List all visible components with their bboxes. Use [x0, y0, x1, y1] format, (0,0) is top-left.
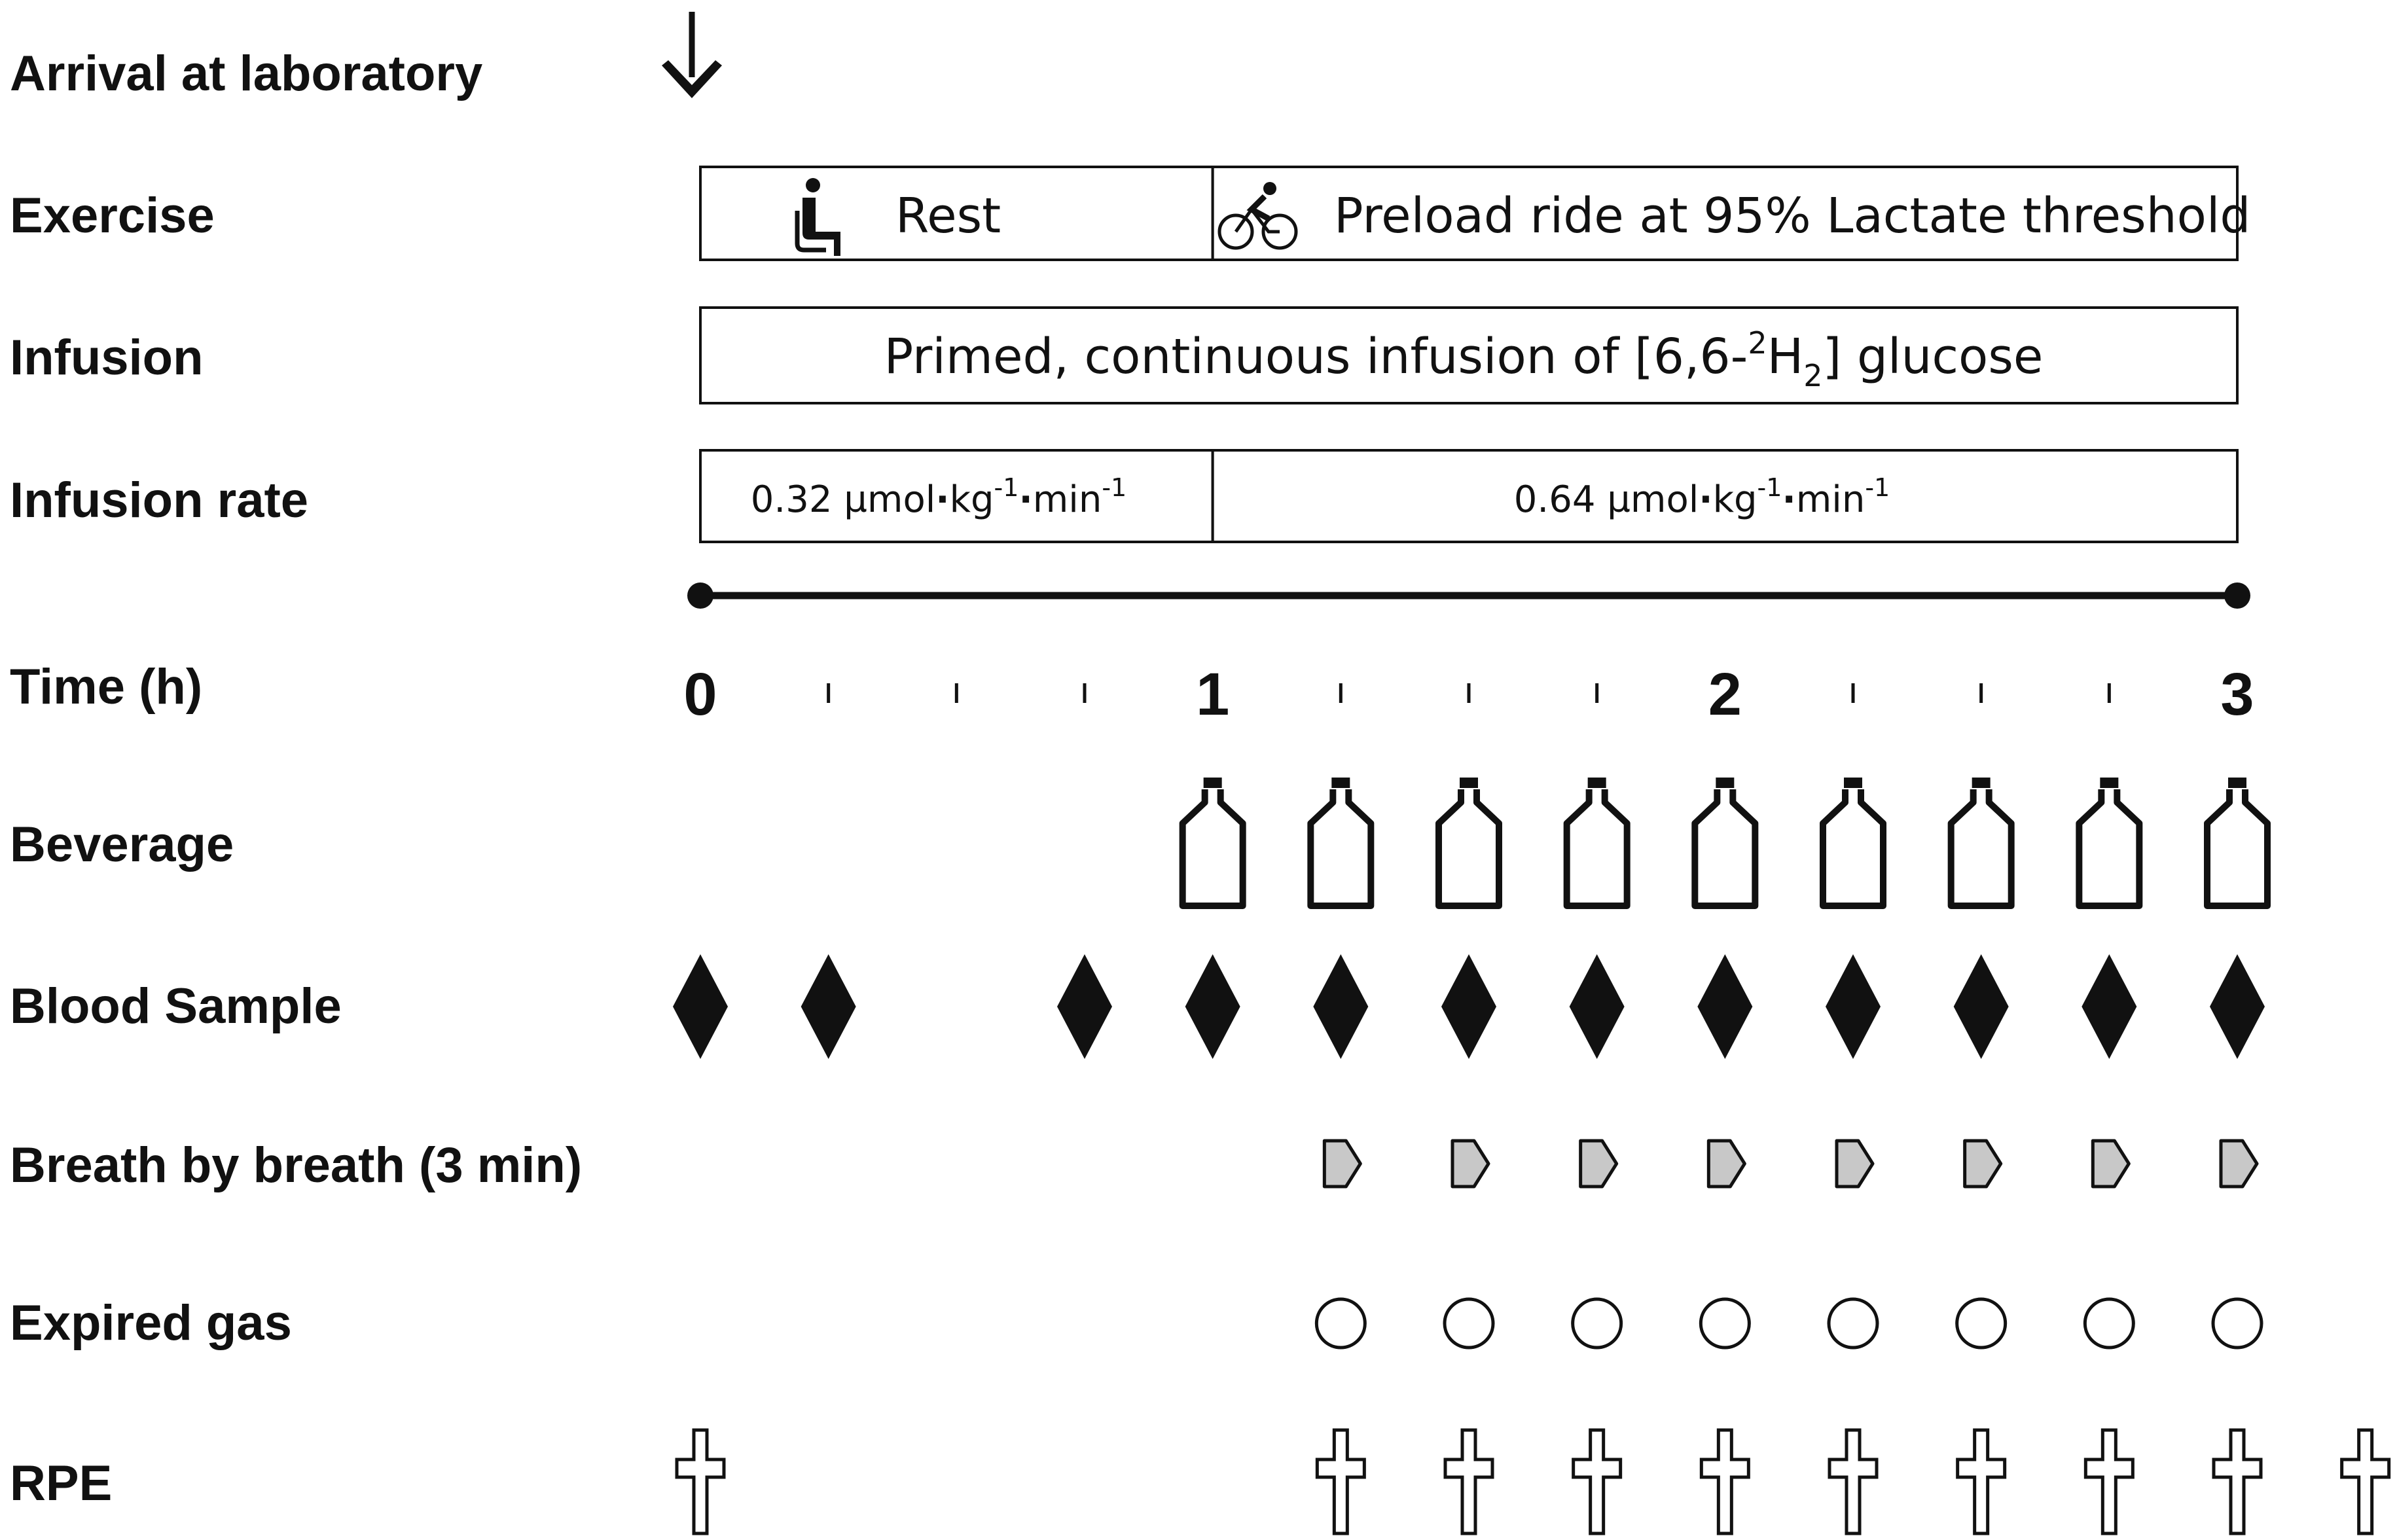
row-label-rpe: RPE [10, 1456, 112, 1511]
infusion-text-after: ] glucose [1823, 329, 2044, 385]
row-label-infusion: Infusion [10, 330, 204, 385]
breath-sample-marker-icon [2219, 1139, 2259, 1189]
expired-gas-circle-icon [2211, 1297, 2263, 1350]
rpe-cross-icon [675, 1428, 726, 1535]
preload-ride-phase-box [1211, 166, 2239, 261]
seated-person-icon [795, 178, 840, 256]
time-axis: 0 1 2 3 [683, 661, 2254, 728]
expired-gas-circle-icon [2083, 1297, 2135, 1350]
expired-gas-circle-icon [1571, 1297, 1623, 1350]
rate-2-min-exponent: -1 [1865, 473, 1890, 502]
blood-sample-diamond-icon [1569, 954, 1625, 1059]
infusion-rate-1-label: 0.32 µmol·kg-1·min-1 [751, 473, 1126, 521]
row-label-infusion-rate: Infusion rate [10, 473, 308, 528]
expired-gas-row [1314, 1297, 2263, 1350]
beverage-bottle-icon [1563, 778, 1631, 909]
row-label-beverage: Beverage [10, 817, 234, 872]
blood-sample-diamond-icon [2082, 954, 2137, 1059]
breath-sample-marker-icon [1963, 1139, 2003, 1189]
rpe-cross-icon [1443, 1428, 1494, 1535]
time-tick-label: 0 [683, 661, 717, 728]
blood-sample-diamond-icon [1185, 954, 1240, 1059]
blood-sample-diamond-icon [1313, 954, 1369, 1059]
expired-gas-circle-icon [1314, 1297, 1367, 1350]
beverage-bottle-icon [1691, 778, 1759, 909]
breath-sample-marker-icon [1322, 1139, 1362, 1189]
infusion-rate-1-box [699, 449, 1214, 543]
breath-sample-marker-icon [1579, 1139, 1619, 1189]
preload-ride-label: Preload ride at 95% Lactate threshold [1334, 188, 2250, 244]
infusion-subscript: 2 [1803, 358, 1822, 393]
blood-sample-diamond-icon [1057, 954, 1112, 1059]
beverage-bottle-icon [1307, 778, 1375, 909]
breath-sample-marker-icon [1451, 1139, 1490, 1189]
blood-sample-diamond-icon [673, 954, 728, 1059]
blood-sample-diamond-icon [1441, 954, 1496, 1059]
rpe-row [675, 1428, 2391, 1535]
blood-sample-diamond-icon [801, 954, 856, 1059]
rate-1-kg: kg [950, 478, 994, 521]
rpe-cross-icon [1956, 1428, 2007, 1535]
rpe-cross-icon [1572, 1428, 1623, 1535]
blood-sample-diamond-icon [1953, 954, 2009, 1059]
time-tick-label: 2 [1708, 661, 1742, 728]
rate-2-min: min [1796, 478, 1865, 521]
expired-gas-circle-icon [1699, 1297, 1751, 1350]
row-label-time: Time (h) [10, 659, 202, 715]
breath-sample-marker-icon [2091, 1139, 2131, 1189]
rate-1-min: min [1033, 478, 1102, 521]
rate-1-kg-exponent: -1 [994, 473, 1019, 502]
row-label-expired-gas: Expired gas [10, 1295, 292, 1351]
breath-sample-marker-icon [1706, 1139, 1746, 1189]
row-label-breath: Breath by breath (3 min) [10, 1137, 582, 1193]
rpe-cross-icon [1699, 1428, 1750, 1535]
blood-sample-diamond-icon [1826, 954, 1881, 1059]
cyclist-icon [1217, 182, 1298, 250]
infusion-isotope-superscript: 2 [1748, 325, 1767, 361]
rpe-cross-icon [2340, 1428, 2391, 1535]
infusion-hydrogen: H [1767, 329, 1804, 385]
time-tick-label: 3 [2220, 661, 2254, 728]
rpe-cross-icon [2083, 1428, 2135, 1535]
rpe-cross-icon [1315, 1428, 1366, 1535]
rate-1-min-exponent: -1 [1102, 473, 1126, 502]
expired-gas-circle-icon [1827, 1297, 1879, 1350]
rest-label: Rest [895, 188, 1001, 244]
infusion-text-before: Primed, continuous infusion of [6,6- [884, 329, 1748, 385]
breath-by-breath-row [1322, 1139, 2259, 1189]
beverage-bottle-icon [2204, 778, 2271, 909]
beverage-bottle-icon [1820, 778, 1886, 909]
blood-sample-row [673, 954, 2265, 1059]
rate-2-value: 0.64 µmol [1514, 478, 1699, 521]
time-tick-label: 1 [1196, 661, 1229, 728]
rate-2-kg-exponent: -1 [1757, 473, 1782, 502]
blood-sample-diamond-icon [1697, 954, 1753, 1059]
infusion-rate-2-box [1211, 449, 2239, 543]
timeline-bar [687, 582, 2250, 609]
rate-2-kg: kg [1713, 478, 1757, 521]
beverage-bottle-icon [2076, 778, 2143, 909]
beverage-bottle-icon [1947, 778, 2015, 909]
rate-1-value: 0.32 µmol [751, 478, 936, 521]
rpe-cross-icon [1828, 1428, 1879, 1535]
beverage-bottle-icon [1435, 778, 1502, 909]
row-label-arrival: Arrival at laboratory [10, 46, 482, 101]
infusion-box [699, 306, 2239, 404]
breath-sample-marker-icon [1835, 1139, 1875, 1189]
beverage-row [1179, 778, 2271, 909]
arrival-arrow-icon [662, 12, 722, 98]
expired-gas-circle-icon [1955, 1297, 2008, 1350]
blood-sample-diamond-icon [2210, 954, 2265, 1059]
infusion-rate-2-label: 0.64 µmol·kg-1·min-1 [1514, 473, 1890, 521]
row-label-blood-sample: Blood Sample [10, 978, 342, 1034]
rpe-cross-icon [2212, 1428, 2263, 1535]
infusion-description: Primed, continuous infusion of [6,6-2H2]… [884, 325, 2044, 393]
row-label-exercise: Exercise [10, 188, 215, 243]
expired-gas-circle-icon [1443, 1297, 1495, 1350]
beverage-bottle-icon [1179, 778, 1246, 909]
